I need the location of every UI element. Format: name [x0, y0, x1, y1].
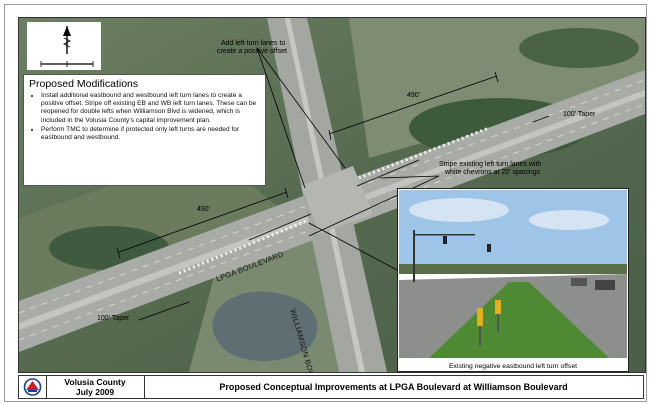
dimension-label-lower: 490': [197, 206, 211, 213]
chevron-striping-west: [178, 213, 312, 275]
dimension-label-upper: 490': [407, 92, 421, 99]
cloud: [529, 210, 609, 230]
pond: [212, 291, 318, 362]
proposed-modifications-panel: Proposed Modifications Install additiona…: [23, 74, 266, 186]
plan-sheet: Proposed Modifications Install additiona…: [4, 4, 647, 402]
site-photo: Existing negative eastbound left turn of…: [397, 188, 629, 372]
aerial-map: Proposed Modifications Install additiona…: [18, 17, 646, 373]
cloud: [409, 198, 509, 222]
traffic-signal: [487, 244, 491, 252]
median-grass: [429, 282, 609, 358]
traffic-signal: [443, 236, 447, 244]
add-left-turn-annotation-line2: create a positive offset: [217, 48, 287, 55]
sign-post: [497, 314, 499, 332]
project-title: Proposed Conceptual Improvements at LPGA…: [219, 382, 568, 392]
chevron-striping-east: [356, 126, 490, 187]
aerial-map-graphic: [19, 18, 645, 372]
leader-lines: [256, 47, 440, 271]
intersection: [301, 166, 373, 234]
tree-line: [399, 264, 627, 274]
car: [595, 280, 615, 290]
signal-pole: [413, 230, 415, 282]
modification-item: Install additional eastbound and westbou…: [41, 92, 260, 125]
lane-line: [19, 103, 645, 341]
car: [571, 278, 587, 286]
site-photo-image: [399, 190, 627, 358]
signal-mast-arm: [415, 234, 475, 236]
north-arrow-icon: [27, 22, 101, 70]
taper-label-east: 100' Taper: [563, 111, 596, 118]
stripe-annotation-line1: Stripe existing left turn lanes with: [439, 161, 542, 168]
taper-label-west: 100' Taper: [97, 315, 130, 322]
add-left-turn-annotation-line1: Add left turn lanes to: [221, 40, 286, 47]
dimension-lines: [116, 71, 550, 321]
title-block: Volusia County July 2009 Proposed Concep…: [18, 375, 644, 399]
agency-cell: Volusia County July 2009: [46, 376, 145, 399]
plan-date: July 2009: [75, 387, 115, 397]
tree-patch: [519, 28, 639, 68]
sign-post: [479, 326, 481, 346]
modification-list: Install additional eastbound and westbou…: [29, 92, 260, 142]
stripe-annotation-line2: white chevrons at 20' spacings: [445, 169, 541, 176]
photo-caption: Existing negative eastbound left turn of…: [449, 363, 577, 370]
median-sign: [495, 300, 501, 314]
modification-item: Perform TMC to determine if protected on…: [41, 126, 260, 142]
median-sign: [477, 308, 483, 326]
panel-title: Proposed Modifications: [29, 78, 139, 90]
agency-name: Volusia County: [64, 377, 126, 387]
logo-cell: [19, 376, 47, 398]
scale-bar-icon: [40, 61, 94, 67]
county-seal-icon: [23, 378, 42, 396]
